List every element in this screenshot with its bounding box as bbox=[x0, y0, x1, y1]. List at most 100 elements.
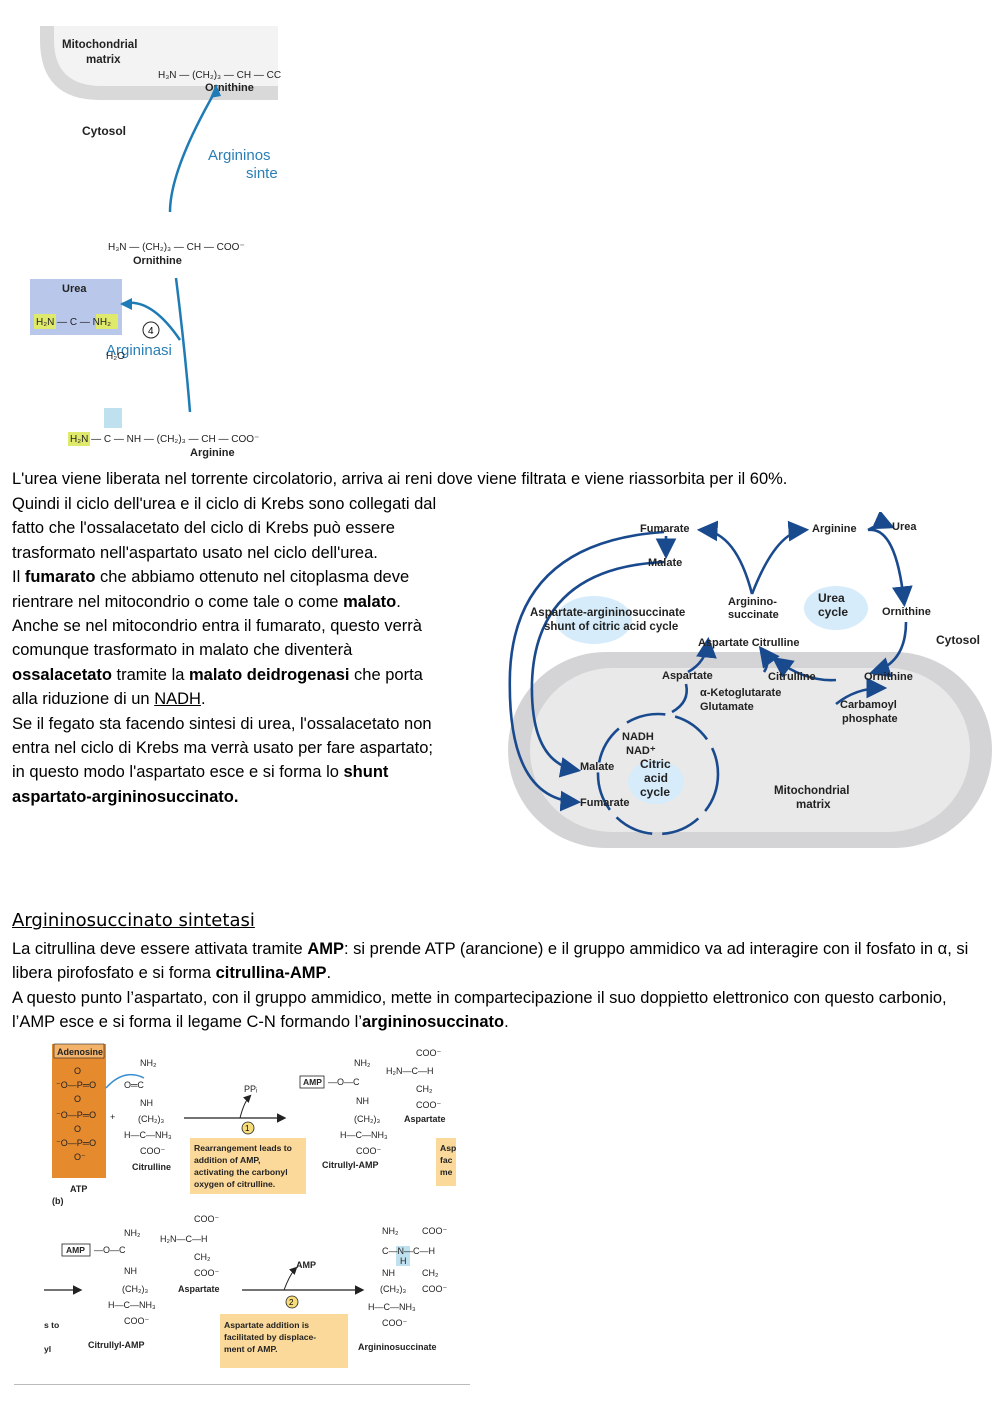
svg-text:activating the carbonyl: activating the carbonyl bbox=[194, 1167, 288, 1177]
citric-acid-cycle-ring bbox=[596, 712, 720, 836]
svg-text:Rearrangement leads to: Rearrangement leads to bbox=[194, 1143, 292, 1153]
water-label: H₂O bbox=[106, 351, 125, 362]
svg-text:+: + bbox=[110, 1112, 115, 1122]
svg-text:matrix: matrix bbox=[86, 54, 121, 66]
svg-text:COO⁻: COO⁻ bbox=[124, 1316, 150, 1326]
svg-text:Asp: Asp bbox=[440, 1143, 456, 1153]
svg-text:O: O bbox=[74, 1066, 81, 1076]
urea-cycle-1: Urea bbox=[818, 591, 845, 605]
paragraph-aspartate: A questo punto l’aspartato, con il grupp… bbox=[12, 989, 947, 1032]
svg-text:(CH₂)₃: (CH₂)₃ bbox=[354, 1114, 380, 1124]
ornithine-cyt: Ornithine bbox=[882, 606, 931, 618]
svg-text:O⁻: O⁻ bbox=[74, 1152, 86, 1162]
argininosuccinate-1: Arginino- bbox=[728, 596, 777, 608]
urea-cycle-2: cycle bbox=[818, 605, 848, 619]
svg-text:C—N—C—H: C—N—C—H bbox=[382, 1246, 435, 1256]
cytosol-right: Cytosol bbox=[936, 633, 980, 647]
paragraph-shunt: Se il fegato sta facendo sintesi di urea… bbox=[12, 714, 433, 806]
svg-text:⁻O—P═O: ⁻O—P═O bbox=[56, 1110, 96, 1120]
svg-text:COO⁻: COO⁻ bbox=[194, 1214, 220, 1224]
aspartate-label-top: Aspartate bbox=[404, 1114, 446, 1124]
svg-text:ment of AMP.: ment of AMP. bbox=[224, 1344, 277, 1354]
svg-text:facilitated by displace-: facilitated by displace- bbox=[224, 1332, 316, 1342]
svg-text:Aspartate addition is: Aspartate addition is bbox=[224, 1320, 309, 1330]
svg-text:(CH₂)₃: (CH₂)₃ bbox=[122, 1284, 148, 1294]
citric-1: Citric bbox=[640, 757, 671, 771]
atp-label: ATP bbox=[70, 1184, 87, 1194]
svg-text:COO⁻: COO⁻ bbox=[416, 1100, 442, 1110]
citrullyl-amp-label-top: Citrullyl-AMP bbox=[322, 1160, 379, 1170]
svg-text:(CH₂)₃: (CH₂)₃ bbox=[380, 1284, 406, 1294]
b-label: (b) bbox=[52, 1196, 64, 1206]
svg-text:yl: yl bbox=[44, 1344, 51, 1354]
svg-text:COO⁻: COO⁻ bbox=[422, 1226, 448, 1236]
svg-text:H₂N—C—H: H₂N—C—H bbox=[386, 1066, 434, 1076]
svg-text:CH₂: CH₂ bbox=[416, 1084, 433, 1094]
shunt-label-2: shunt of citric acid cycle bbox=[544, 621, 678, 633]
citrullyl-amp-label-bottom: Citrullyl-AMP bbox=[88, 1340, 145, 1350]
svg-text:NH: NH bbox=[124, 1266, 137, 1276]
amp-box-bottom: AMP bbox=[66, 1245, 85, 1255]
bottom-divider bbox=[14, 1384, 470, 1385]
carbamoyl-2: phosphate bbox=[842, 713, 898, 725]
malate-mito: Malate bbox=[580, 761, 614, 773]
citric-2: acid bbox=[644, 771, 668, 785]
argininosuccinate-2: succinate bbox=[728, 609, 779, 621]
amp-released: AMP bbox=[296, 1260, 316, 1270]
urea-krebs-shunt-diagram: Fumarate Malate Arginine Urea Aspartate-… bbox=[508, 512, 992, 848]
arginine-label: Arginine bbox=[190, 447, 235, 459]
box-aspartate-addition bbox=[220, 1314, 348, 1368]
urea: Urea bbox=[892, 521, 917, 533]
urea-label: Urea bbox=[62, 283, 87, 295]
svg-text:COO⁻: COO⁻ bbox=[382, 1318, 408, 1328]
svg-text:COO⁻: COO⁻ bbox=[422, 1284, 448, 1294]
section-heading: Argininosuccinato sintetasi bbox=[12, 910, 255, 931]
left-text-block: Quindi il ciclo dell'urea e il ciclo di … bbox=[12, 492, 446, 809]
glutamate: Glutamate bbox=[700, 701, 754, 713]
akg: α-Ketoglutarate bbox=[700, 687, 781, 699]
aspartate-label-bottom: Aspartate bbox=[178, 1284, 220, 1294]
aspartate-citrulline: Aspartate Citrulline bbox=[698, 637, 799, 649]
svg-text:NH: NH bbox=[382, 1268, 395, 1278]
fumarate-mito: Fumarate bbox=[580, 797, 630, 809]
svg-text:NH₂: NH₂ bbox=[124, 1228, 141, 1238]
box-rearrangement bbox=[190, 1138, 306, 1194]
svg-text:s to: s to bbox=[44, 1320, 59, 1330]
urea-formula: H₂N — C — NH₂ bbox=[36, 317, 111, 328]
citrulline-mito: Citrulline bbox=[768, 671, 816, 683]
svg-text:COO⁻: COO⁻ bbox=[140, 1146, 166, 1156]
malate-top: Malate bbox=[648, 557, 682, 569]
ornithine-mid-formula: H₃N — (CH₂)₃ — CH — COO⁻ bbox=[108, 242, 245, 253]
svg-text:NH₂: NH₂ bbox=[140, 1058, 157, 1068]
svg-text:(CH₂)₃: (CH₂)₃ bbox=[138, 1114, 164, 1124]
svg-text:oxygen of citrulline.: oxygen of citrulline. bbox=[194, 1179, 275, 1189]
paragraph-krebs-link: Quindi il ciclo dell'urea e il ciclo di … bbox=[12, 495, 437, 562]
fumarate-top: Fumarate bbox=[640, 523, 690, 535]
ornithine-top-label: Ornithine bbox=[205, 82, 254, 94]
svg-text:⁻O—P═O: ⁻O—P═O bbox=[56, 1080, 96, 1090]
svg-text:CH₂: CH₂ bbox=[422, 1268, 439, 1278]
svg-text:CH₂: CH₂ bbox=[194, 1252, 211, 1262]
ornithine-transport-diagram: Mitochondrial matrix H₃N — (CH₂)₃ — CH —… bbox=[30, 26, 281, 459]
svg-text:sinte: sinte bbox=[246, 165, 278, 182]
svg-text:COO⁻: COO⁻ bbox=[356, 1146, 382, 1156]
mito-matrix-1: Mitochondrial bbox=[774, 785, 849, 797]
svg-text:H—C—NH₃: H—C—NH₃ bbox=[368, 1302, 416, 1312]
svg-text:—O—C: —O—C bbox=[328, 1077, 360, 1087]
aspartate-mito: Aspartate bbox=[662, 670, 713, 682]
svg-text:NH₂: NH₂ bbox=[382, 1226, 399, 1236]
cytosol-label: Cytosol bbox=[82, 124, 126, 138]
step-4: 4 bbox=[148, 326, 154, 337]
svg-text:⁻O—P═O: ⁻O—P═O bbox=[56, 1138, 96, 1148]
citrulline-label: Citrulline bbox=[132, 1162, 171, 1172]
nadh-link[interactable]: NADH bbox=[154, 690, 201, 709]
svg-text:H: H bbox=[400, 1256, 407, 1266]
svg-text:H₂N—C—H: H₂N—C—H bbox=[160, 1234, 208, 1244]
svg-text:NH: NH bbox=[140, 1098, 153, 1108]
mito-matrix-label: Mitochondrial bbox=[62, 39, 137, 51]
shunt-label-1: Aspartate-argininosuccinate bbox=[530, 607, 685, 619]
carbamoyl-1: Carbamoyl bbox=[840, 699, 897, 711]
argininosuccinate-synthetase-diagram: Adenosine O ⁻O—P═O O ⁻O—P═O O ⁻O—P═O O⁻ … bbox=[44, 1043, 456, 1368]
step-1: 1 bbox=[245, 1124, 250, 1133]
svg-text:addition of AMP,: addition of AMP, bbox=[194, 1155, 260, 1165]
